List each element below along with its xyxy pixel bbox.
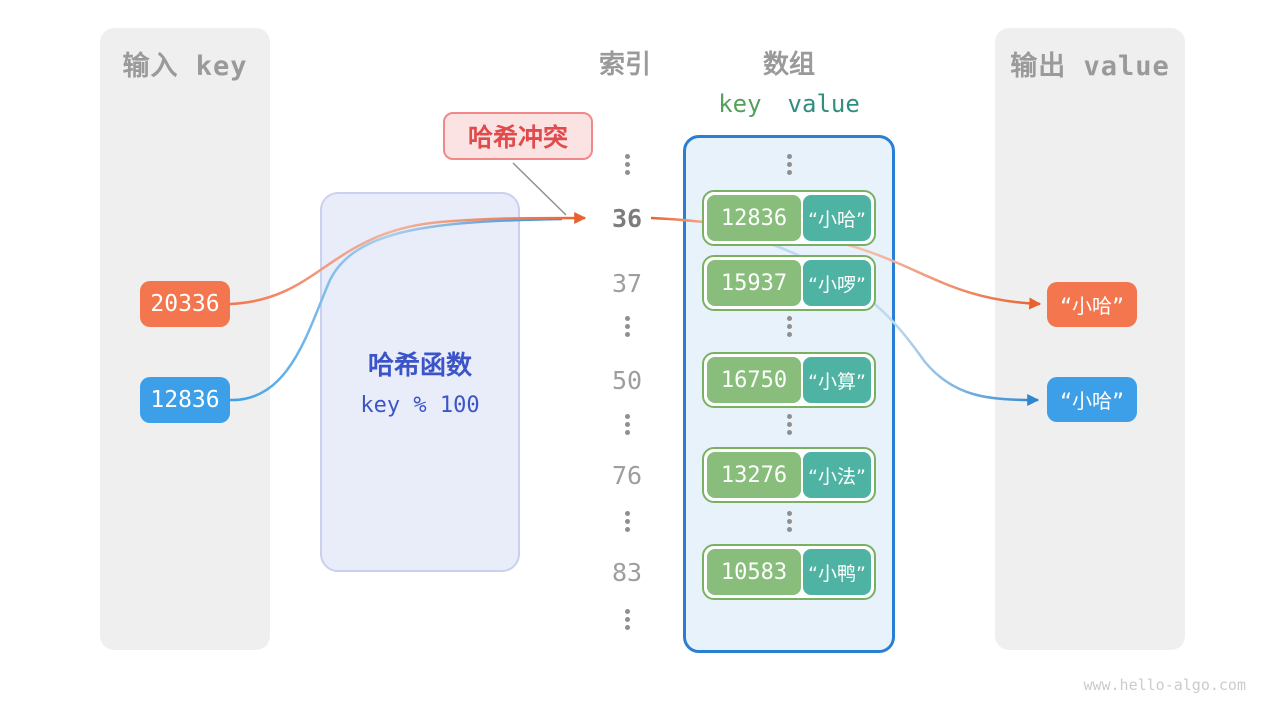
hash-function-title: 哈希函数 bbox=[367, 351, 472, 381]
array-value: “小啰” bbox=[803, 260, 871, 306]
output-panel-title: 输出 value bbox=[1010, 51, 1170, 82]
ellipsis-dots bbox=[597, 316, 657, 337]
array-row-83: 10583 “小鸭” bbox=[702, 544, 876, 600]
value-header: value bbox=[787, 90, 860, 118]
array-row-76: 13276 “小法” bbox=[702, 447, 876, 503]
output-value-2: “小哈” bbox=[1047, 377, 1137, 422]
array-row-50: 16750 “小算” bbox=[702, 352, 876, 408]
index-37: 37 bbox=[611, 269, 643, 298]
array-row-37: 15937 “小啰” bbox=[702, 255, 876, 311]
array-value: “小法” bbox=[803, 452, 871, 498]
key-header: key bbox=[718, 90, 762, 118]
array-value: “小哈” bbox=[803, 195, 871, 241]
index-76: 76 bbox=[611, 461, 643, 490]
index-50: 50 bbox=[611, 366, 643, 395]
ellipsis-dots bbox=[759, 414, 819, 435]
ellipsis-dots bbox=[597, 511, 657, 532]
ellipsis-dots bbox=[759, 154, 819, 175]
input-panel bbox=[100, 28, 270, 650]
hash-function-box bbox=[320, 192, 520, 572]
ellipsis-dots bbox=[597, 154, 657, 175]
hash-collision-label: 哈希冲突 bbox=[443, 112, 593, 160]
index-column-title: 索引 bbox=[598, 50, 651, 80]
array-key: 16750 bbox=[707, 357, 801, 403]
hash-function-formula: key % 100 bbox=[360, 393, 480, 418]
array-key: 15937 bbox=[707, 260, 801, 306]
output-value-1: “小哈” bbox=[1047, 282, 1137, 327]
watermark: www.hello-algo.com bbox=[1083, 676, 1246, 694]
collision-callout-line bbox=[512, 162, 567, 216]
array-key: 10583 bbox=[707, 549, 801, 595]
input-panel-title: 输入 key bbox=[122, 51, 248, 82]
index-36: 36 bbox=[611, 204, 643, 233]
array-column-title: 数组 bbox=[762, 50, 815, 80]
array-value: “小算” bbox=[803, 357, 871, 403]
array-value: “小鸭” bbox=[803, 549, 871, 595]
ellipsis-dots bbox=[597, 414, 657, 435]
ellipsis-dots bbox=[597, 609, 657, 630]
output-panel bbox=[995, 28, 1185, 650]
index-83: 83 bbox=[611, 558, 643, 587]
ellipsis-dots bbox=[759, 316, 819, 337]
array-key: 12836 bbox=[707, 195, 801, 241]
array-kv-header: key value bbox=[683, 90, 895, 118]
input-key-20336: 20336 bbox=[140, 281, 230, 327]
input-key-12836: 12836 bbox=[140, 377, 230, 423]
array-row-36: 12836 “小哈” bbox=[702, 190, 876, 246]
array-key: 13276 bbox=[707, 452, 801, 498]
ellipsis-dots bbox=[759, 511, 819, 532]
